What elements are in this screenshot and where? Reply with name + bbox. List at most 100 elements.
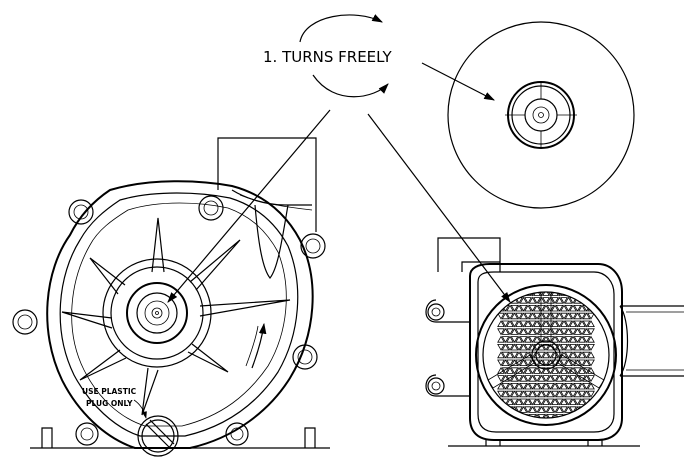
grill-vent <box>506 382 514 390</box>
grill-vent <box>546 327 555 335</box>
grill-vent <box>578 359 586 367</box>
grill-vent <box>573 351 582 359</box>
housing-bolt <box>198 195 224 221</box>
grill-vent <box>573 327 582 335</box>
grill-vent <box>564 327 573 335</box>
grill-vent <box>542 406 550 414</box>
grill-vent <box>578 382 586 390</box>
grill-vent <box>564 343 573 351</box>
grill-vent <box>528 296 537 304</box>
grill-vent <box>524 398 532 406</box>
grill-vent <box>560 382 568 390</box>
grill-vent <box>515 375 523 383</box>
grill-vent <box>569 335 577 343</box>
grill-vent <box>587 390 595 398</box>
grill-vent <box>533 328 541 336</box>
grill-vent <box>510 327 519 335</box>
grill-vent <box>537 351 546 359</box>
grill-vent <box>497 320 505 328</box>
grill-vents <box>497 292 595 418</box>
grill-vent <box>573 312 582 320</box>
grill-vent <box>542 292 550 296</box>
grill-vent <box>560 390 568 398</box>
grill-vent <box>537 336 546 344</box>
grill-vent <box>587 413 595 418</box>
grill-vent <box>510 359 519 367</box>
grill-vent <box>582 351 591 359</box>
grill-vent <box>542 398 550 406</box>
plug-label-line1: USE PLASTIC <box>82 387 137 396</box>
grill-vent <box>573 359 582 367</box>
grill-vent <box>587 335 595 343</box>
grill-vent <box>533 375 541 383</box>
housing-bolt <box>300 233 326 259</box>
grill-vent <box>542 343 550 351</box>
turns-freely-label: 1. TURNS FREELY <box>263 48 393 66</box>
grill-vent <box>582 390 591 398</box>
grill-vent <box>587 366 595 374</box>
grill-vent <box>537 304 546 312</box>
grill-vent <box>501 382 510 390</box>
grill-vent <box>578 304 586 312</box>
grill-vent <box>510 320 519 328</box>
grill-vent <box>533 312 541 320</box>
grill-vent <box>542 366 550 374</box>
grill-vent <box>519 343 528 351</box>
leader-to-side-view <box>367 113 511 303</box>
grill-vent <box>506 335 514 343</box>
grill-vent <box>519 304 528 312</box>
grill-vent <box>497 366 505 374</box>
grill-vent <box>551 297 559 305</box>
grill-vent <box>501 374 510 382</box>
grill-vent <box>582 414 591 418</box>
grill-vent <box>528 327 537 335</box>
grill-vent <box>578 312 586 320</box>
grill-vent <box>528 320 537 328</box>
grill-vent <box>542 320 550 328</box>
housing-ribs <box>61 217 291 416</box>
grill-vent <box>537 292 546 297</box>
grill-vent <box>578 351 586 359</box>
grill-vent <box>497 335 505 343</box>
housing-bolt <box>68 199 94 225</box>
grill-vent <box>501 327 510 335</box>
grill-vent <box>497 413 505 418</box>
grill-vent <box>497 382 505 390</box>
grill-vent <box>582 336 591 344</box>
grill-vent <box>546 320 555 328</box>
grill-vent <box>528 405 537 413</box>
leader-to-detail <box>421 62 495 101</box>
grill-vent <box>569 312 577 320</box>
grill-vent <box>501 359 510 367</box>
grill-vent <box>519 374 528 382</box>
grill-vent <box>515 335 523 343</box>
grill-vent <box>560 297 568 305</box>
grill-vent <box>506 351 514 359</box>
grill-vent <box>524 320 532 328</box>
grill-vent <box>533 366 541 374</box>
grill-vent <box>510 336 519 344</box>
grill-vent <box>560 398 568 406</box>
grill-vent <box>506 390 514 398</box>
grill-vent <box>506 359 514 367</box>
grill-vent <box>524 366 532 374</box>
grill-vent <box>542 359 550 367</box>
grill-vent <box>501 390 510 398</box>
housing-bolt <box>292 344 318 370</box>
grill-vent <box>528 398 537 406</box>
grill-vent <box>501 414 510 418</box>
grill-vent <box>510 312 519 320</box>
grill-vent <box>537 327 546 335</box>
grill-vent <box>578 343 586 351</box>
motor-fan-grill <box>475 284 617 426</box>
grill-vent <box>546 296 555 304</box>
grill-vent <box>497 359 505 367</box>
grill-vent <box>515 390 523 398</box>
grill-vent <box>587 359 595 367</box>
grill-vent <box>519 398 528 406</box>
grill-vent <box>560 312 568 320</box>
grill-vent <box>555 382 564 390</box>
grill-vent <box>528 367 537 375</box>
grill-vent <box>533 398 541 406</box>
grill-vent <box>501 320 510 328</box>
